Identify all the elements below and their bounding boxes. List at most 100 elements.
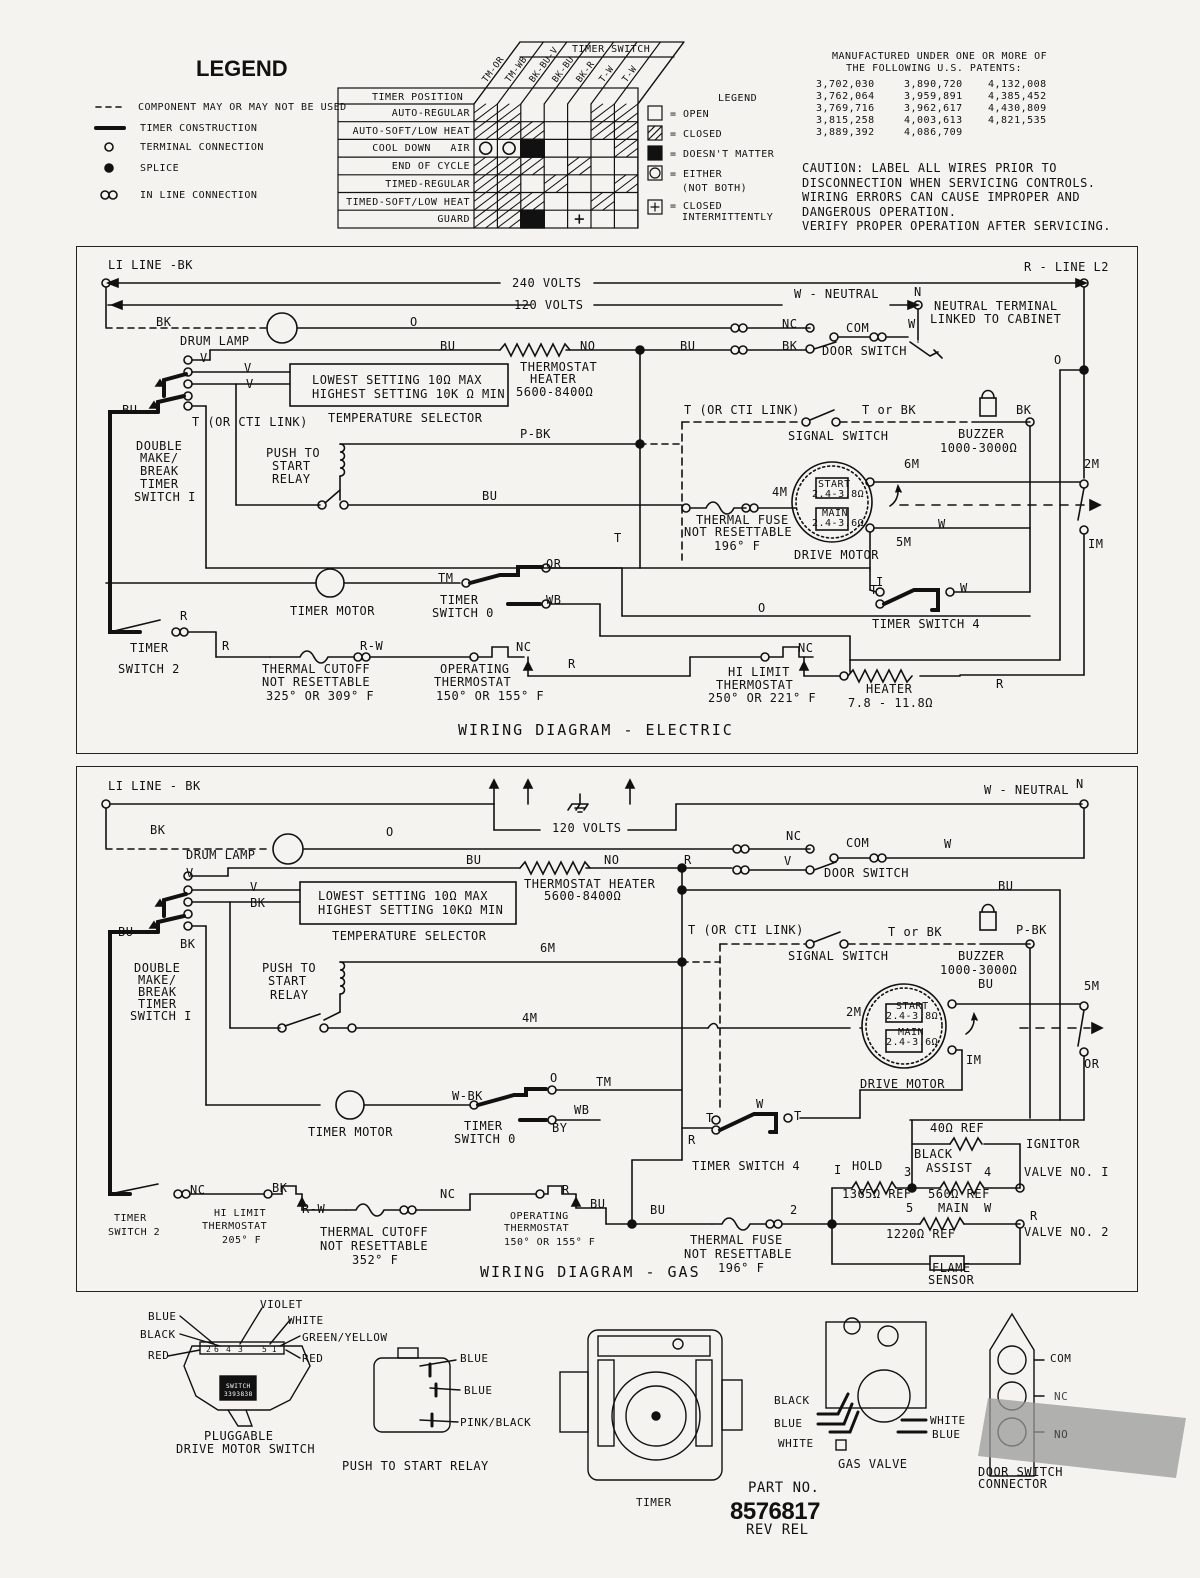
timer-row-label: AUTO-SOFT/LOW HEAT <box>352 125 470 137</box>
gas-flame-sensor-2: SENSOR <box>928 1273 975 1287</box>
gas-wire-label: R <box>688 1133 696 1147</box>
electric-wire-label: 2M <box>1084 457 1100 471</box>
gas-valve-label: GAS VALVE <box>838 1457 908 1471</box>
gas-wire-label: BK <box>180 937 196 951</box>
electric-push-start-2: START <box>272 459 311 473</box>
timer-legend-open: = OPEN <box>670 109 710 120</box>
gas-wire-label: 2M <box>846 1005 862 1019</box>
gas-wire-label: T <box>706 1111 714 1125</box>
electric-l2-label: R - LINE L2 <box>1024 260 1109 274</box>
electric-neutral-terminal-1: NEUTRAL TERMINAL <box>934 299 1058 313</box>
gas-hi-limit-3: 205° F <box>222 1235 262 1246</box>
patent-number: 4,821,535 <box>988 115 1047 126</box>
legend-item-inline: IN LINE CONNECTION <box>140 190 258 201</box>
electric-double-make-3: BREAK <box>140 464 179 478</box>
door-connector-label-1: DOOR SWITCH <box>978 1465 1063 1479</box>
motor-switch-wire-white: WHITE <box>288 1314 324 1327</box>
timer-table-title: TIMER SWITCH <box>572 44 651 55</box>
electric-timer-switch4: TIMER SWITCH 4 <box>872 617 981 631</box>
timer-cell-closed <box>496 174 522 193</box>
timer-cell-closed <box>520 156 545 176</box>
electric-buzzer-2: 1000-3000Ω <box>940 441 1018 455</box>
gas-wire-label: BU <box>978 977 994 991</box>
electric-wire-label: R <box>222 639 230 653</box>
gas-wire-label: 4 <box>984 1165 992 1179</box>
electric-signal-switch: SIGNAL SWITCH <box>788 429 889 443</box>
gas-thermal-fuse-3: 196° F <box>718 1261 765 1275</box>
timer-cell-doesnt-matter <box>519 138 545 158</box>
electric-temp-line2: HIGHEST SETTING 10K Ω MIN <box>312 387 506 401</box>
timer-cell-closed <box>473 209 498 229</box>
part-rev: REV REL <box>746 1522 809 1538</box>
electric-thermostat-heater-2: HEATER <box>530 372 577 386</box>
electric-wire-label: O <box>1054 353 1062 367</box>
motor-switch-pin: 4 <box>226 1345 232 1354</box>
legend-title: LEGEND <box>196 56 288 81</box>
electric-neutral-terminal-2: LINKED TO CABINET <box>930 312 1062 326</box>
gas-valve2: VALVE NO. 2 <box>1024 1225 1109 1239</box>
gas-wire-label: V <box>186 866 194 880</box>
electric-thermostat-heater-1: THERMOSTAT <box>520 360 598 374</box>
patent-number: 3,959,891 <box>904 91 963 102</box>
motor-switch-chip-1: SWITCH <box>226 1383 251 1390</box>
motor-switch-wire-blue: BLUE <box>148 1310 177 1323</box>
gas-signal-switch: SIGNAL SWITCH <box>788 949 889 963</box>
gas-wire-label: BU <box>118 925 134 939</box>
electric-hi-limit-1: HI LIMIT <box>728 665 790 679</box>
gas-diagram-wires <box>101 778 1104 1271</box>
door-connector-label-2: CONNECTOR <box>978 1477 1048 1491</box>
electric-thermal-fuse-1: THERMAL FUSE <box>696 513 789 527</box>
gas-wire-label: WB <box>574 1103 590 1117</box>
gas-push-start-3: RELAY <box>270 988 309 1002</box>
gas-wire-label: R <box>684 853 692 867</box>
gas-wire-label: V <box>250 880 258 894</box>
electric-op-thermostat-1: OPERATING <box>440 662 510 676</box>
gas-hi-limit-2: THERMOSTAT <box>202 1221 268 1232</box>
gas-wire-label: R-W <box>302 1202 326 1216</box>
patent-number: 3,815,258 <box>816 115 875 126</box>
motor-switch-wire-red-right: RED <box>302 1352 324 1365</box>
gas-wire-label: 5 <box>906 1201 914 1215</box>
relay-label: PUSH TO START RELAY <box>342 1459 489 1473</box>
caution-line: WIRING ERRORS CAN CAUSE IMPROPER AND <box>802 190 1081 204</box>
gas-double-make-4: TIMER <box>138 997 177 1011</box>
electric-wire-label: R <box>180 609 188 623</box>
electric-wire-label: I <box>876 575 884 589</box>
electric-diagram-title: WIRING DIAGRAM - ELECTRIC <box>458 721 734 739</box>
gas-t-cti: T (OR CTI LINK) <box>688 923 804 937</box>
gas-diagram-frame <box>76 766 1138 1292</box>
gas-valve-wire-blue-right: BLUE <box>932 1428 961 1441</box>
gas-wire-label: IM <box>966 1053 982 1067</box>
gas-double-make-2: MAKE/ <box>138 973 177 987</box>
gas-thermostat-heater-2: 5600-8400Ω <box>544 889 622 903</box>
gas-wire-label: W <box>984 1201 992 1215</box>
timer-legend-title: LEGEND <box>718 93 758 104</box>
electric-double-make-5: SWITCH I <box>134 490 196 504</box>
gas-wire-label: 3 <box>904 1165 912 1179</box>
gas-drum-lamp: DRUM LAMP <box>186 848 256 862</box>
electric-thermal-cutoff-3: 325° OR 309° F <box>266 689 375 703</box>
electric-wire-label: T (OR CTI LINK) <box>192 415 308 429</box>
electric-timer-switch0-2: SWITCH 0 <box>432 606 494 620</box>
electric-wire-label: NC <box>782 317 798 331</box>
electric-wire-label: BK <box>782 339 798 353</box>
gas-thermal-fuse-2: NOT RESETTABLE <box>684 1247 793 1261</box>
gas-120v-label: 120 VOLTS <box>552 821 622 835</box>
gas-assist-val: 560Ω REF <box>928 1187 990 1201</box>
patents-heading-2: THE FOLLOWING U.S. PATENTS: <box>846 63 1023 74</box>
electric-motor-main-2: 2.4-3.6Ω <box>812 518 865 529</box>
timer-cell-doesnt-matter <box>519 209 545 229</box>
timer-cell-closed <box>496 103 522 123</box>
electric-wire-label: BU <box>440 339 456 353</box>
gas-temp-line2: HIGHEST SETTING 10KΩ MIN <box>318 903 504 917</box>
caution-line: DANGEROUS OPERATION. <box>802 204 957 219</box>
electric-wire-label: BK <box>1016 403 1032 417</box>
electric-motor-start-2: 2.4-3.8Ω <box>812 489 865 500</box>
electric-wire-label: R <box>568 657 576 671</box>
gas-wire-label: BU <box>998 879 1014 893</box>
caution-line: DISCONNECTION WHEN SERVICING CONTROLS. <box>802 175 1096 190</box>
electric-120v-label: 120 VOLTS <box>514 298 584 312</box>
gas-wire-label: 6M <box>540 941 556 955</box>
electric-thermal-cutoff-2: NOT RESETTABLE <box>262 675 371 689</box>
electric-wire-label: NC <box>516 640 532 654</box>
